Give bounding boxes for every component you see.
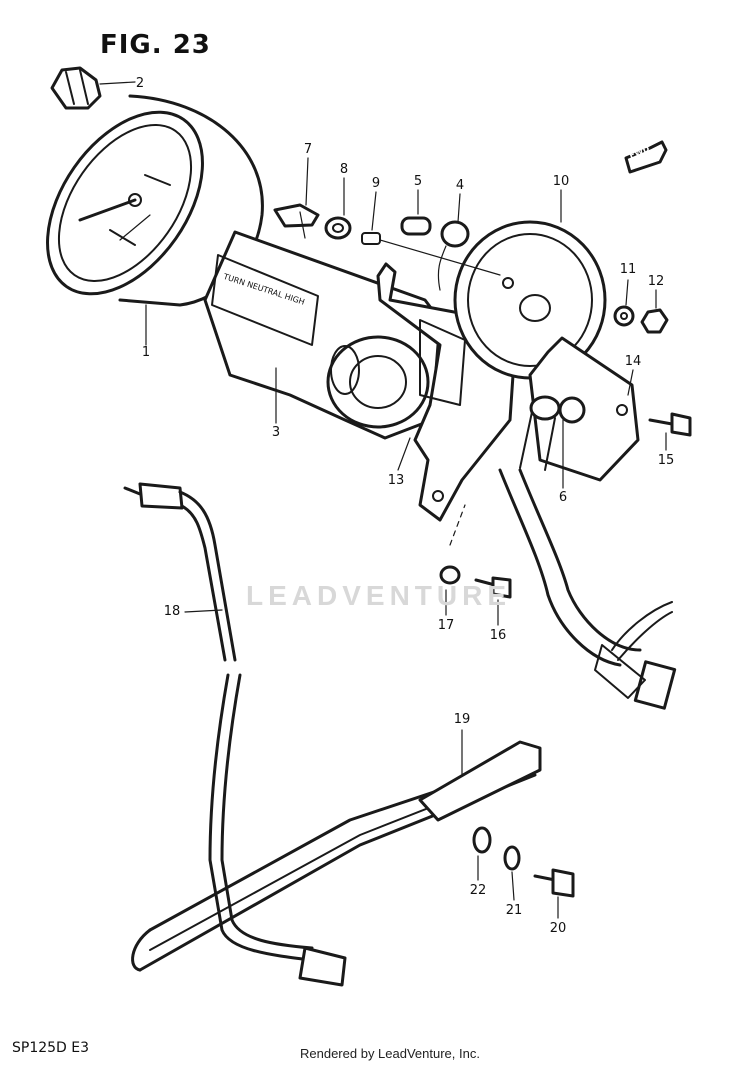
callout-12: 12 xyxy=(647,274,665,289)
callout-16: 16 xyxy=(489,628,507,643)
callout-17: 17 xyxy=(437,618,455,633)
callout-10: 10 xyxy=(552,174,570,189)
watermark: LEADVENTURE xyxy=(246,580,512,611)
forward-arrow-icon xyxy=(624,140,668,174)
callout-11: 11 xyxy=(619,262,637,277)
leader-lines xyxy=(145,157,667,919)
callout-22: 22 xyxy=(469,883,487,898)
callout-4: 4 xyxy=(455,178,465,193)
speedometer xyxy=(46,94,264,307)
callout-3: 3 xyxy=(271,425,281,440)
callout-15: 15 xyxy=(657,453,675,468)
figure-title: FIG. 23 xyxy=(100,30,211,60)
bulb-sockets xyxy=(498,395,677,710)
small-parts-top xyxy=(273,203,501,291)
callout-20: 20 xyxy=(549,921,567,936)
callout-5: 5 xyxy=(413,174,423,189)
callout-1: 1 xyxy=(141,345,151,360)
meter-case xyxy=(453,220,607,380)
callout-2: 2 xyxy=(135,76,145,91)
callout-7: 7 xyxy=(303,142,313,157)
callout-8: 8 xyxy=(339,162,349,177)
callout-14: 14 xyxy=(624,354,642,369)
callout-21: 21 xyxy=(505,903,523,918)
callout-13: 13 xyxy=(387,473,405,488)
bolt-washer-20-22 xyxy=(472,826,575,898)
speedometer-cable xyxy=(123,482,347,987)
bolt-washer-16-17 xyxy=(439,504,512,599)
model-code: SP125D E3 xyxy=(12,1040,90,1056)
washer-nut xyxy=(613,305,669,334)
render-credit: Rendered by LeadVenture, Inc. xyxy=(300,1046,480,1061)
callout-19: 19 xyxy=(453,712,471,727)
cable-guide xyxy=(131,740,542,972)
callout-6: 6 xyxy=(558,490,568,505)
screw-15 xyxy=(648,412,692,437)
gauge-bulb-socket xyxy=(50,66,136,110)
callout-18: 18 xyxy=(163,604,181,619)
indicator-housing xyxy=(203,230,442,440)
callout-9: 9 xyxy=(371,176,381,191)
